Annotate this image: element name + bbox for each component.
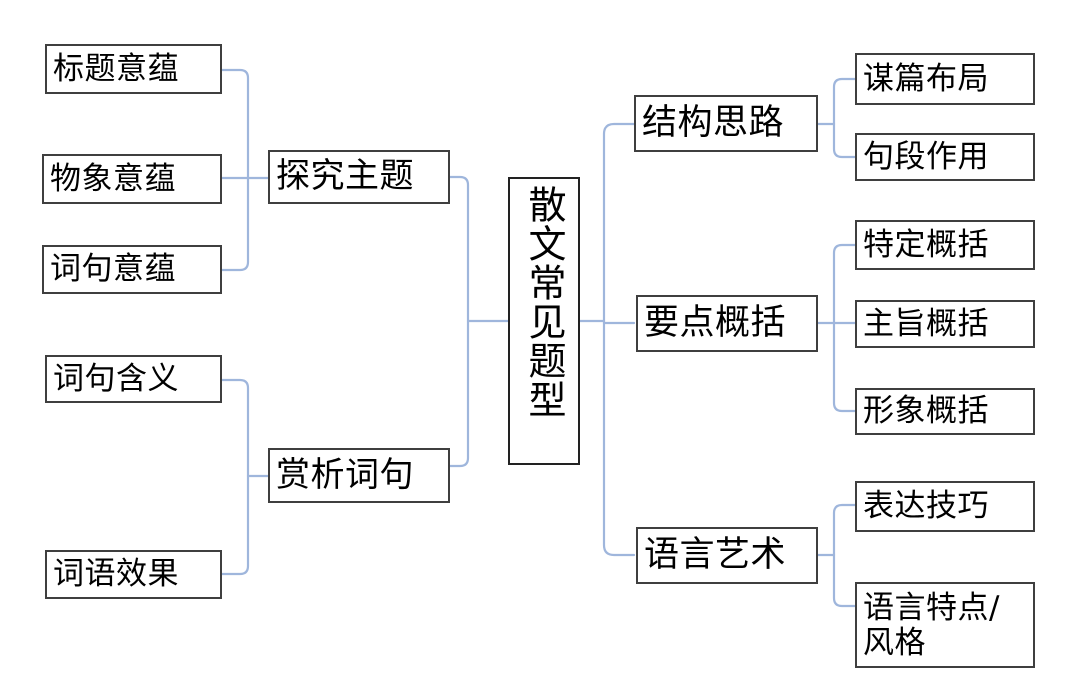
- node-label: 词语效果: [53, 556, 179, 593]
- node-zhuzhi-gaikuo[interactable]: 主旨概括: [855, 300, 1035, 348]
- node-label: 标题意蕴: [53, 50, 179, 87]
- node-label: 形象概括: [863, 393, 989, 430]
- wire-shangxi-bracket: [220, 378, 250, 576]
- wire-tanjiu-bracket: [220, 68, 250, 272]
- node-yaodian-gaikuo[interactable]: 要点概括: [636, 295, 818, 352]
- node-label: 探究主题: [276, 156, 414, 197]
- node-label: 结构思路: [642, 103, 785, 144]
- node-label: 词句意蕴: [50, 251, 176, 288]
- node-biaoti-yiyun[interactable]: 标题意蕴: [45, 44, 222, 94]
- node-tanjiu-zhuti[interactable]: 探究主题: [268, 150, 450, 204]
- wire-right-trunk: [602, 122, 636, 557]
- node-biaoda-jiqiao[interactable]: 表达技巧: [855, 481, 1035, 532]
- node-label: 主旨概括: [863, 305, 989, 342]
- node-label: 语言艺术: [644, 535, 787, 576]
- node-label: 特定概括: [863, 226, 989, 263]
- node-yuyan-yishu[interactable]: 语言艺术: [636, 527, 818, 584]
- node-xingxiang-gaikuo[interactable]: 形象概括: [855, 388, 1035, 435]
- node-label: 句段作用: [863, 138, 989, 175]
- node-label: 语言特点/ 风格: [863, 590, 1000, 661]
- node-juduan-zuoyong[interactable]: 句段作用: [855, 133, 1035, 181]
- node-label: 词句含义: [53, 360, 179, 397]
- wire-left-trunk: [448, 175, 470, 468]
- node-label: 赏析词句: [276, 454, 414, 495]
- node-wuxiang-yiyun[interactable]: 物象意蕴: [42, 154, 222, 204]
- node-label: 谋篇布局: [863, 60, 989, 97]
- node-ciju-yiyun[interactable]: 词句意蕴: [42, 245, 222, 294]
- node-teding-gaikuo[interactable]: 特定概括: [855, 220, 1035, 270]
- center-title-label: 散文常见题型: [522, 185, 566, 419]
- node-label: 物象意蕴: [50, 160, 176, 197]
- node-ciyu-xiaoguo[interactable]: 词语效果: [45, 550, 222, 599]
- node-center-title[interactable]: 散文常见题型: [508, 177, 580, 465]
- node-jiegou-silu[interactable]: 结构思路: [634, 95, 818, 152]
- node-shangxi-ciju[interactable]: 赏析词句: [268, 448, 450, 503]
- node-moupian-buju[interactable]: 谋篇布局: [855, 53, 1035, 105]
- wire-yuyan-bracket: [832, 503, 857, 608]
- wire-jiegou-bracket: [832, 77, 857, 159]
- node-label: 表达技巧: [863, 488, 989, 525]
- node-yuyan-tedian-fengge[interactable]: 语言特点/ 风格: [855, 582, 1035, 668]
- node-ciju-hanyi[interactable]: 词句含义: [45, 355, 222, 403]
- wire-yaodian-bracket: [832, 243, 857, 413]
- node-label: 要点概括: [644, 303, 787, 344]
